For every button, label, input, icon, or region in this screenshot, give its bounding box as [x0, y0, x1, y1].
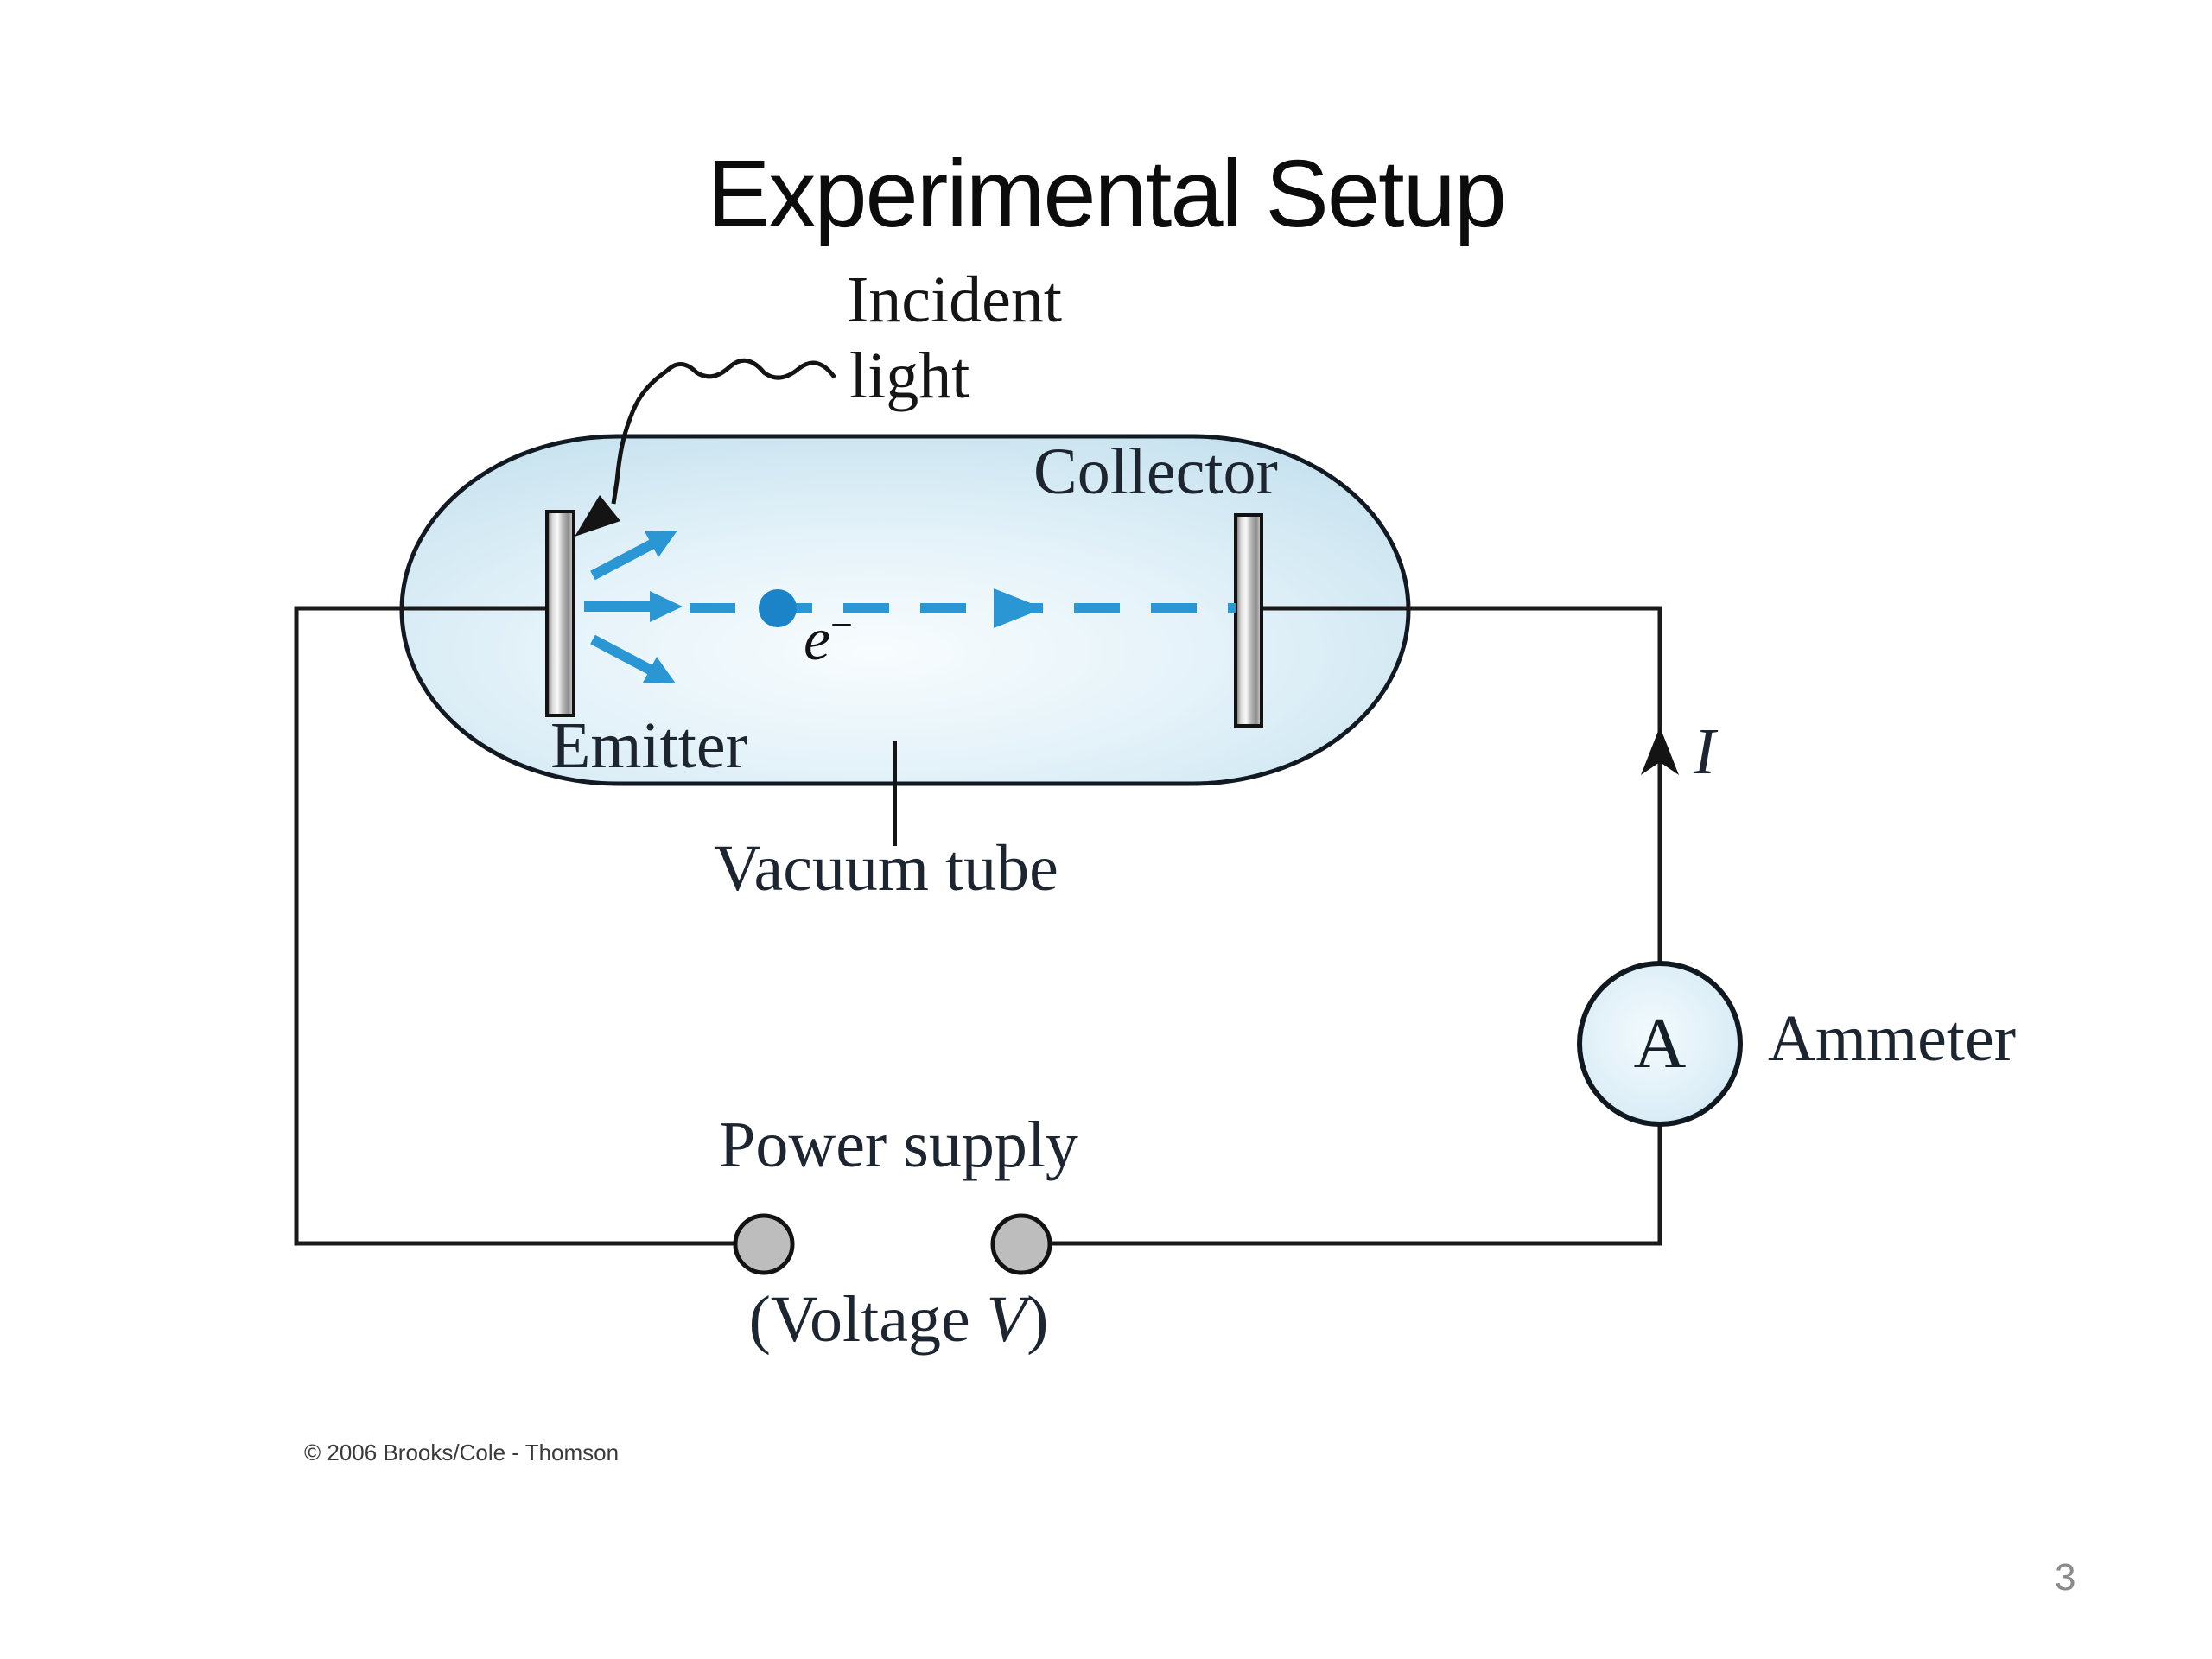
slide-title: Experimental Setup [707, 141, 1507, 247]
voltage-suffix: ) [1027, 1283, 1049, 1356]
incident-light-arrowhead-icon [575, 495, 620, 537]
copyright-notice: © 2006 Brooks/Cole - Thomson [304, 1440, 620, 1465]
photoelectron-arrow-up-shaft [590, 538, 656, 581]
incident-light-label-line1: Incident [847, 264, 1063, 336]
wire-right [1050, 606, 1662, 1246]
power-supply-label: Power supply [719, 1109, 1078, 1181]
power-supply-terminal-left [733, 1213, 795, 1275]
photoelectron-arrow-mid-head-icon [650, 591, 683, 622]
ammeter-symbol: A [1633, 1003, 1687, 1084]
electron-charge-sign: − [830, 602, 854, 647]
electron-dot [759, 589, 797, 627]
photoelectron-arrow-up-head-icon [645, 531, 677, 557]
collector-plate [1234, 513, 1263, 728]
electron-symbol: e [804, 607, 831, 673]
ammeter-label: Ammeter [1768, 1002, 2017, 1075]
ammeter-circle [1577, 961, 1743, 1127]
collector-label: Collector [1033, 435, 1278, 508]
current-label: I [1694, 715, 1716, 788]
voltage-prefix: (Voltage [748, 1283, 987, 1356]
photoelectron-arrow-down-head-icon [643, 657, 676, 683]
photoelectron-arrow-down-shaft [590, 634, 654, 676]
vacuum-tube-label: Vacuum tube [714, 832, 1058, 905]
electron-path-arrowhead-icon [994, 588, 1044, 628]
emitter-label: Emitter [550, 709, 747, 782]
emitter-plate [545, 510, 575, 717]
power-supply-terminal-right [990, 1213, 1052, 1275]
page-number: 3 [2055, 1556, 2076, 1599]
voltage-symbol: V [986, 1283, 1027, 1356]
electron-label: e− [804, 605, 853, 673]
voltage-label: (Voltage V) [639, 1287, 1158, 1352]
wire-left [294, 606, 735, 1246]
incident-light-label-line2: light [849, 340, 970, 412]
incident-light-wave [611, 358, 837, 505]
current-arrow-icon [1641, 727, 1679, 775]
